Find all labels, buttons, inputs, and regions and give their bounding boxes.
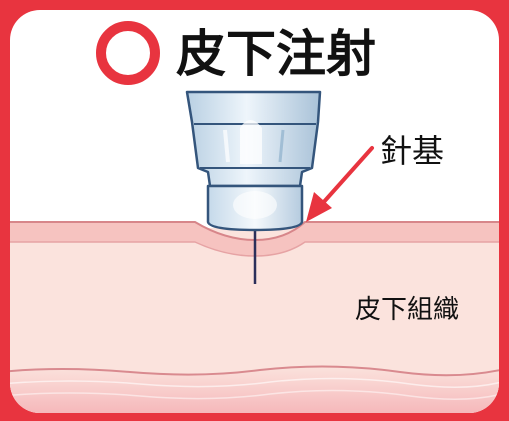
diagram-title: 皮下注射 — [176, 25, 376, 83]
maru-circle-icon — [96, 21, 160, 85]
subcutaneous-tissue-label: 皮下組織 — [355, 295, 459, 325]
deep-layer-line-3 — [10, 389, 499, 400]
needle-hub — [185, 90, 322, 232]
pointer-arrow-icon — [306, 146, 374, 222]
deep-layer-line-2 — [10, 377, 499, 388]
needle-hub-label: 針基 — [380, 132, 444, 170]
deep-layer-line — [10, 365, 499, 377]
skin-layer — [10, 222, 499, 256]
